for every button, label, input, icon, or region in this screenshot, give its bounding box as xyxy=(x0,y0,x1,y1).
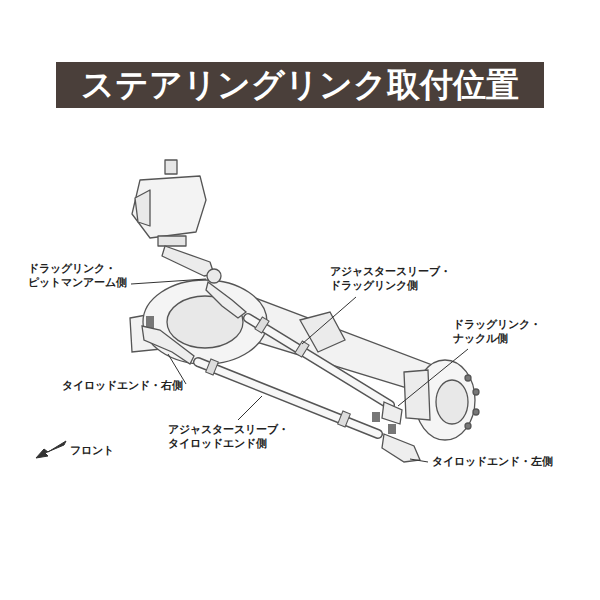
tie-rod xyxy=(142,316,420,462)
part-label: フロント xyxy=(70,444,114,458)
part-label: アジャスタースリーブ・ ドラッグリンク側 xyxy=(330,265,470,294)
part-label: タイロッドエンド・左側 xyxy=(432,455,553,469)
steering-gearbox xyxy=(132,160,214,276)
title-text: ステアリングリンク取付位置 xyxy=(81,63,519,108)
part-label: タイロッドエンド・右側 xyxy=(62,379,183,393)
wheel-hub xyxy=(404,360,479,440)
front-arrow xyxy=(36,441,66,458)
part-label: ドラッグリンク・ ナックル側 xyxy=(453,318,581,347)
title-banner: ステアリングリンク取付位置 xyxy=(56,62,544,108)
part-label: ドラッグリンク・ ピットマンアーム側 xyxy=(28,262,158,291)
leader-lines xyxy=(131,279,468,462)
part-label: アジャスタースリーブ・ タイロッドエンド側 xyxy=(168,423,318,452)
